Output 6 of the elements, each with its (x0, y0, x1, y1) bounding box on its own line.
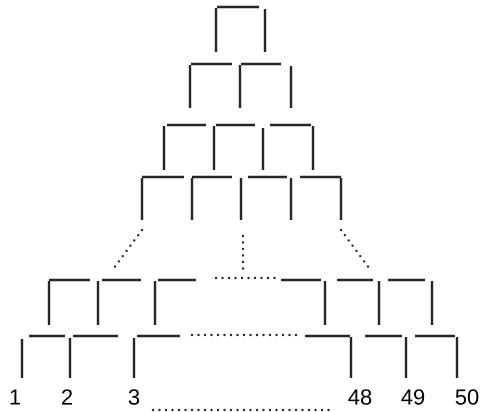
number-label: 48 (348, 389, 372, 405)
number-label: 49 (401, 389, 424, 405)
number-label: 3 (128, 389, 140, 405)
number-label: 1 (10, 389, 20, 405)
number-label: 50 (456, 389, 478, 405)
number-label: 2 (62, 389, 72, 405)
